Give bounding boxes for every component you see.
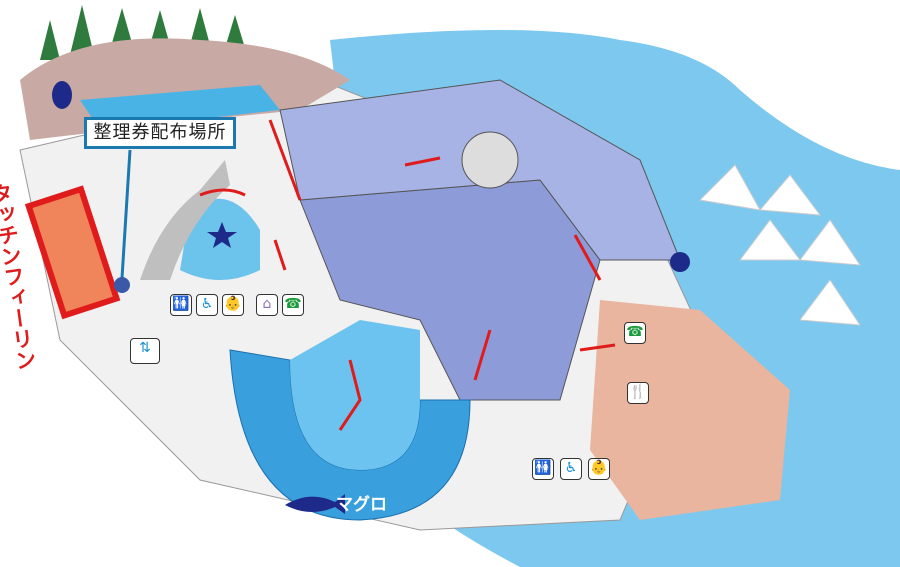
baby-changing-icon: 👶 [222,294,244,316]
ticket-distribution-label: 整理券配布場所 [84,117,236,149]
starfish-star [207,222,237,248]
baby-changing-icon-2: 👶 [588,458,610,480]
tuna-fish [285,494,345,514]
wheelchair-icon: ♿ [196,294,218,316]
tuna-tank-inner [290,320,420,470]
touch-n-feeling-area [24,185,121,320]
nursing-room-icon: ⌂ [256,294,278,316]
sail-tents [698,164,861,326]
ramp [140,160,230,280]
tuna-label: マグロ [336,495,387,515]
trees [40,5,245,60]
restaurant-icon: 🍴 [627,382,649,404]
penguin-figure [52,81,72,109]
restroom-icon-2: 🚻 [532,458,554,480]
restaurant-deck [590,300,790,520]
callout-pointer [120,149,132,279]
phone-icon-2: ☎ [624,322,646,344]
phone-icon: ☎ [282,294,304,316]
wheelchair-icon-2: ♿ [560,458,582,480]
restroom-icon: 🚻 [170,294,192,316]
rotunda [461,131,519,189]
puffin-figure [670,252,690,272]
route-arrows [199,119,616,431]
ticket-location-marker [114,277,130,293]
elevator-icon: ⇅ [130,338,160,364]
